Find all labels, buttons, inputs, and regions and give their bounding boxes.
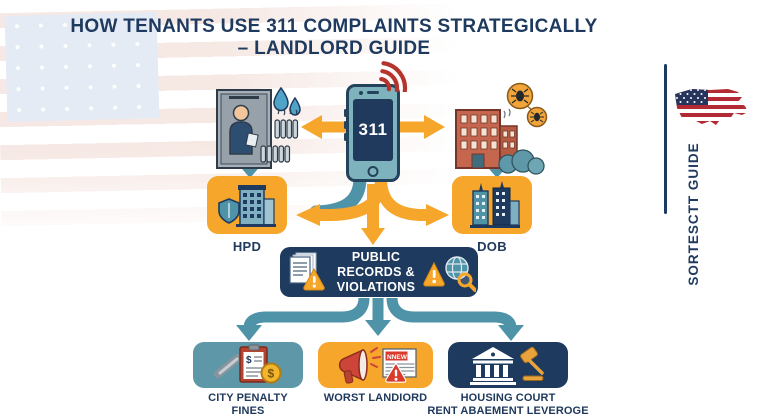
dob-box — [452, 176, 532, 234]
phone-screen: 311 — [353, 99, 393, 161]
penalty-invoice-coin-icon: $ $ — [214, 344, 282, 384]
arrow-records-to-housing-court — [386, 297, 524, 341]
newspaper-header-label: NNEWS — [387, 354, 412, 361]
gavel-icon — [520, 346, 544, 381]
building-pests-illustration — [455, 82, 548, 175]
page-title: HOW TENANTS USE 311 COMPLAINTS STRATEGIC… — [0, 16, 668, 60]
sidebar-divider — [664, 64, 667, 214]
city-penalty-box: $ $ — [193, 342, 303, 388]
hpd-box — [207, 176, 287, 234]
phone-speaker — [367, 91, 379, 94]
phone-side-button — [344, 109, 347, 117]
page-title-line2: – LANDLORD GUIDE — [237, 38, 431, 59]
public-records-text: PUBLIC RECORDS & VIOLATIONS — [330, 250, 422, 295]
housing-court-label: HOUSING COURT RENT ABAEMENT LEVEROGE — [420, 392, 596, 418]
hpd-building-shield-icon — [218, 185, 276, 227]
pest-bug-icon — [506, 82, 548, 128]
page-title-line1: HOW TENANTS USE 311 COMPLAINTS STRATEGIC… — [70, 16, 598, 37]
documents-warning-icon — [289, 252, 325, 291]
svg-text:$: $ — [246, 355, 252, 366]
usa-map-flag-icon — [675, 89, 748, 125]
arrow-hub-to-records — [361, 184, 385, 245]
megaphone-news-icon: NNEWS — [338, 347, 417, 384]
dob-label: DOB — [477, 239, 507, 254]
public-records-line1: PUBLIC RECORDS & — [337, 249, 415, 279]
city-penalty-line2: FINES — [231, 405, 265, 417]
phone-side-button — [344, 133, 347, 141]
arrow-hub-to-dob — [375, 177, 449, 226]
phone-camera — [359, 90, 363, 95]
worst-landlord-label: WORST LANDIORD — [303, 392, 448, 405]
phone-screen-label: 311 — [358, 120, 388, 139]
arrow-records-to-city-penalty — [236, 297, 370, 341]
tenant-leak-radiator-illustration — [216, 86, 301, 169]
phone-311: 311 — [344, 84, 400, 182]
city-penalty-label: CITY PENALTY FINES — [186, 392, 310, 418]
arrow-phone-to-right — [398, 115, 445, 139]
city-penalty-line1: CITY PENALTY — [208, 392, 288, 404]
hpd-label: HPD — [232, 239, 262, 254]
worst-landlord-box: NNEWS — [318, 342, 433, 388]
phone-home-button — [367, 166, 379, 177]
arrow-phone-to-left — [301, 115, 348, 139]
warning-globe-magnifier-icon — [423, 256, 476, 292]
water-drop-icon — [273, 86, 301, 116]
arrow-records-to-worst-landlord — [365, 298, 391, 336]
housing-court-box — [448, 342, 568, 388]
housing-court-line1: HOUSING COURT — [460, 392, 556, 404]
worst-landlord-line1: WORST LANDIORD — [323, 392, 428, 404]
sidebar-brand-label: SORTESCTT GUIDE — [686, 142, 701, 286]
public-records-line2: VIOLATIONS — [336, 279, 416, 294]
housing-court-line2: RENT ABAEMENT LEVEROGE — [427, 405, 589, 417]
dob-skyscrapers-icon — [470, 181, 520, 228]
courthouse-gavel-icon — [470, 346, 544, 385]
radiator-heating-icon — [260, 108, 299, 163]
phone-side-button — [344, 121, 347, 129]
wifi-signal-icon — [379, 61, 408, 92]
svg-text:$: $ — [268, 367, 275, 381]
public-records-box: PUBLIC RECORDS & VIOLATIONS — [280, 247, 478, 297]
